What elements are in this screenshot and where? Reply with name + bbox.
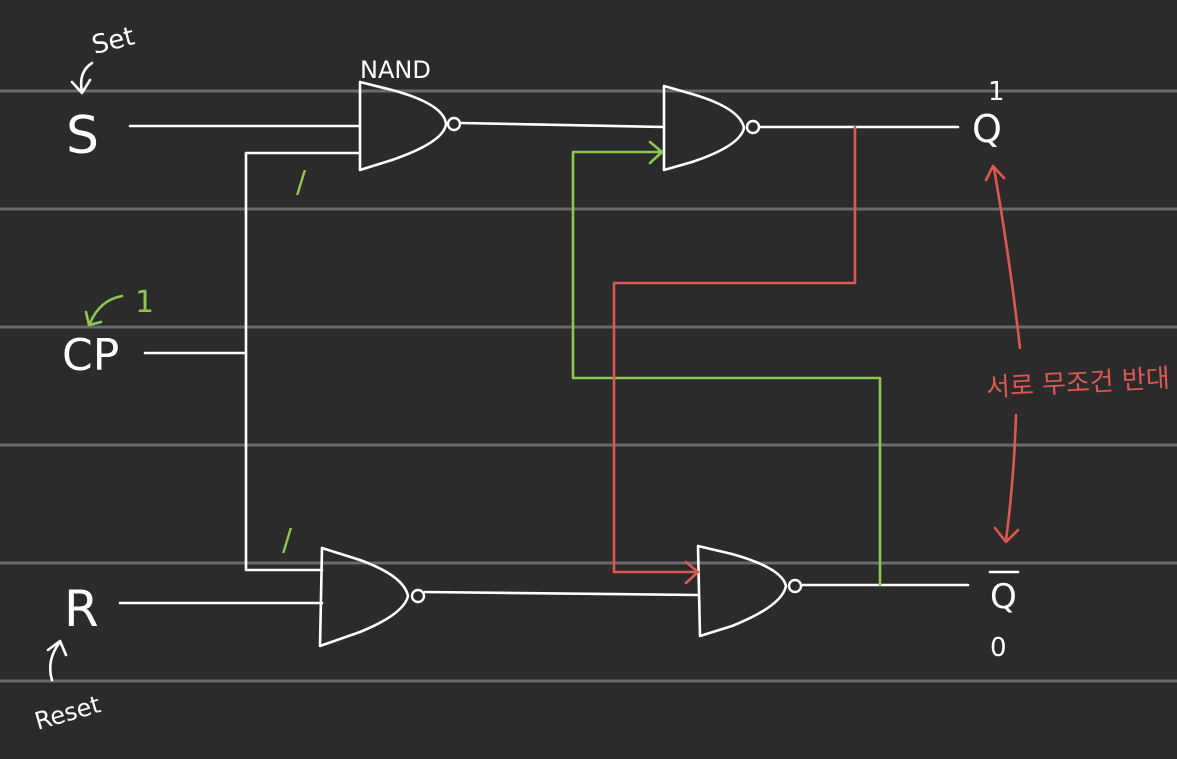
nand-gate-1 <box>358 80 462 172</box>
set-note: Set <box>89 21 138 60</box>
input-s-label: S <box>66 106 99 166</box>
reset-arrow <box>46 639 68 682</box>
cp-value: 1 <box>135 285 154 320</box>
lower-gate-input-mark: / <box>282 523 293 558</box>
set-arrow <box>70 61 94 95</box>
input-wires <box>118 124 362 605</box>
relation-arrow <box>984 164 1022 544</box>
q-value: 1 <box>988 77 1005 107</box>
output-q-label: Q <box>972 107 1002 151</box>
nand-label: NAND <box>360 56 431 84</box>
ruled-lines <box>0 89 1177 683</box>
reset-note: Reset <box>32 690 104 735</box>
nand-gate-4 <box>696 544 803 638</box>
q-bar-value: 0 <box>990 633 1007 663</box>
relation-note: 서로 무조건 반대 <box>985 364 1170 404</box>
gate-wires <box>423 121 970 597</box>
nand-gate-3 <box>662 84 761 172</box>
input-r-label: R <box>64 580 99 638</box>
cp-arrow <box>84 294 124 327</box>
upper-gate-input-mark: / <box>296 165 307 200</box>
feedback-green <box>571 140 882 587</box>
feedback-red <box>612 125 857 585</box>
nand-gate-2 <box>318 546 426 648</box>
output-q-bar-label: Q <box>990 577 1017 617</box>
input-cp-label: CP <box>62 330 119 381</box>
